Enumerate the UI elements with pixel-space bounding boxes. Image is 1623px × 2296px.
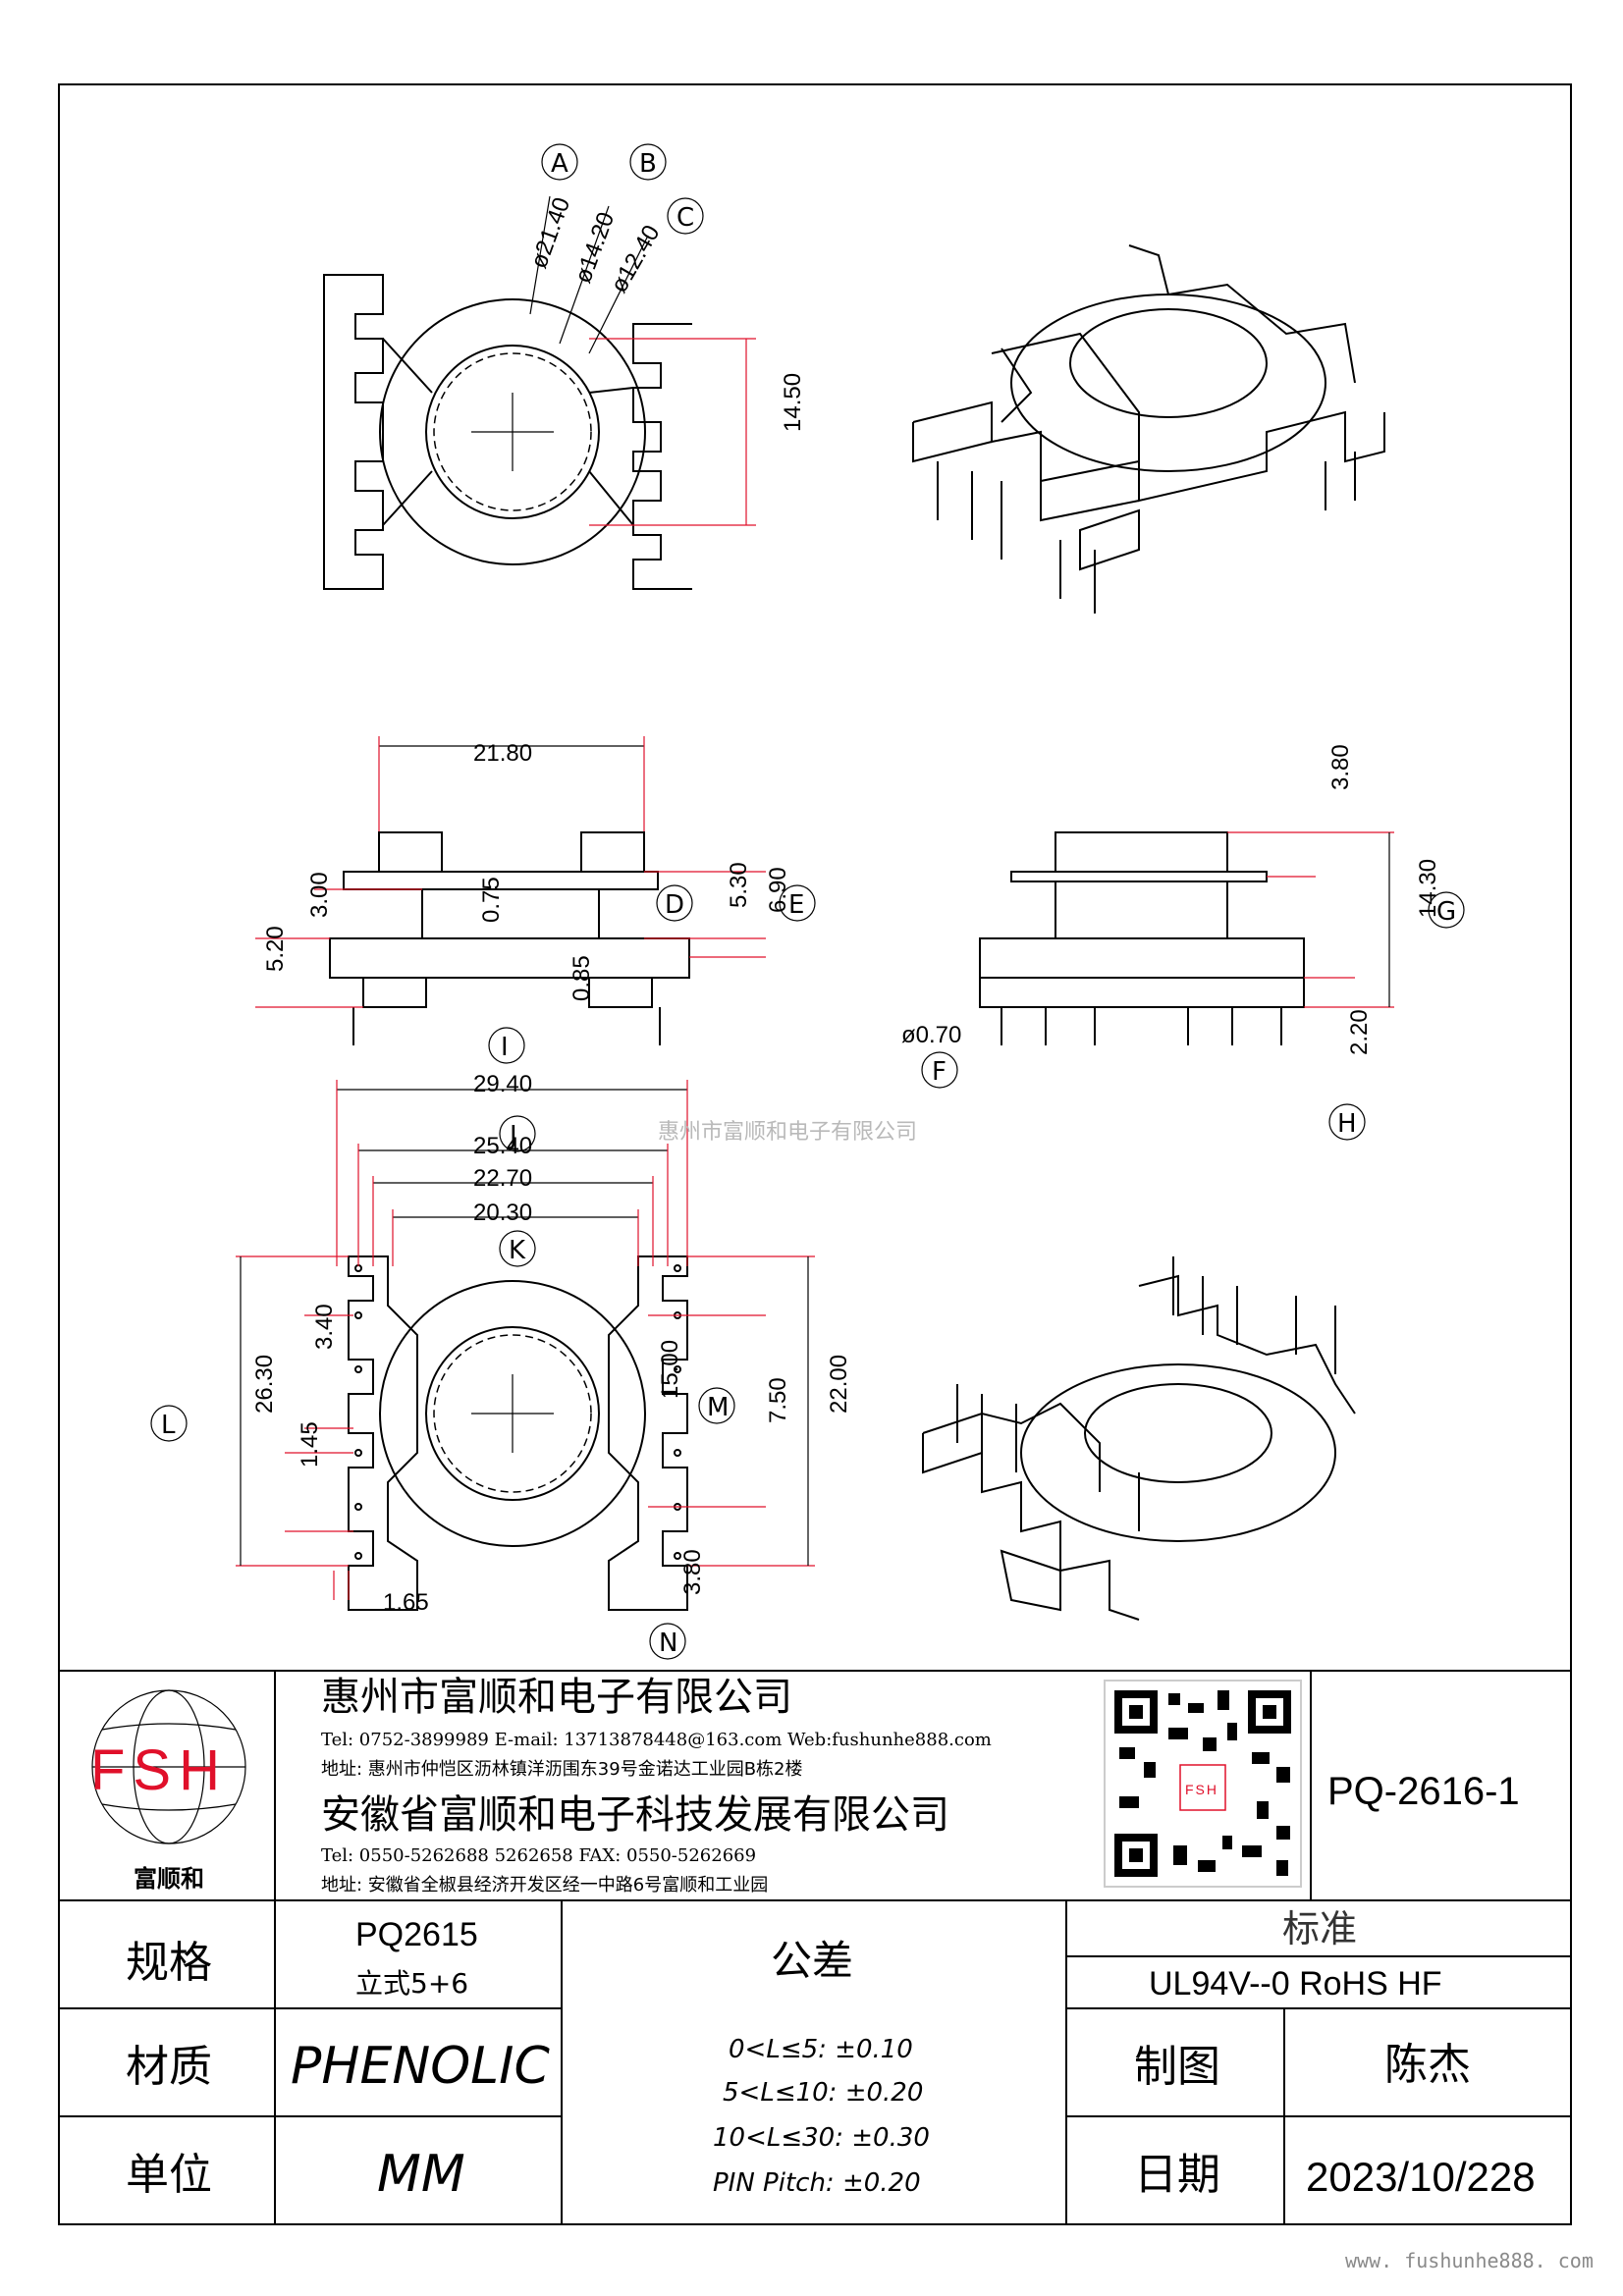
callout-g: G xyxy=(1436,897,1456,927)
dim-14-50: 14.50 xyxy=(780,373,806,432)
address-line-1: 地址: 惠州市仲恺区沥林镇洋沥围东39号金诺达工业园B栋2楼 xyxy=(321,1759,803,1780)
callout-i: I xyxy=(501,1033,509,1062)
company-name-2: 安徽省富顺和电子科技发展有限公司 xyxy=(321,1792,949,1838)
material-value: PHENOLIC xyxy=(291,2037,550,2096)
callout-a: A xyxy=(551,149,568,179)
dim-14-30: 14.30 xyxy=(1415,859,1441,918)
tolerance-row-1: 0<L≤5: ±0.10 xyxy=(729,2035,913,2064)
fsh-logo xyxy=(91,1689,246,1844)
watermark-text: 惠州市富顺和电子有限公司 xyxy=(658,1120,917,1145)
spec-table: 规格 PQ2615 立式5+6 材质 PHENOLIC 单位 MM 公差 0<L… xyxy=(59,1900,1571,2224)
side-view: 3.80 14.30 2.20 ø0.70 G F H xyxy=(901,744,1465,1141)
dim-1-45: 1.45 xyxy=(297,1421,323,1468)
dim-29-40: 29.40 xyxy=(473,1071,532,1097)
title-block: FSH 富顺和 惠州市富顺和电子有限公司 Tel: 0752-3899989 E… xyxy=(59,1670,1571,1901)
dim-3-40: 3.40 xyxy=(311,1304,338,1350)
top-view: 14.50 ø21.40 ø14.20 ø12.40 A B C xyxy=(323,143,806,590)
company-name-1: 惠州市富顺和电子有限公司 xyxy=(321,1675,792,1720)
standard-value: UL94V--0 RoHS HF xyxy=(1149,1965,1442,2002)
callout-e: E xyxy=(788,890,804,920)
bottom-view: 29.40 25.40 22.70 20.30 26.30 3.40 1.45 … xyxy=(150,1027,852,1660)
isometric-view-top xyxy=(912,244,1385,614)
drawing-frame xyxy=(58,83,1572,2225)
address-line-2: 地址: 安徽省全椒县经济开发区经一中路6号富顺和工业园 xyxy=(321,1875,768,1896)
qr-logo-text: FSH xyxy=(1185,1782,1218,1797)
drawn-value: 陈杰 xyxy=(1384,2040,1471,2090)
standard-label: 标准 xyxy=(1282,1907,1357,1950)
contact-line-1: Tel: 0752-3899989 E-mail: 13713878448@16… xyxy=(321,1730,992,1750)
tolerance-row-2: 5<L≤10: ±0.20 xyxy=(723,2078,923,2108)
spec-value-type: 立式5+6 xyxy=(355,1967,468,2000)
unit-label: 单位 xyxy=(126,2150,212,2200)
dim-dia-0-70: ø0.70 xyxy=(901,1022,961,1048)
callout-k: K xyxy=(509,1236,526,1265)
contact-line-2: Tel: 0550-5262688 5262658 FAX: 0550-5262… xyxy=(321,1845,756,1866)
callout-h: H xyxy=(1337,1109,1357,1139)
dim-3-80: 3.80 xyxy=(1327,744,1354,790)
spec-value-model: PQ2615 xyxy=(355,1916,478,1953)
dim-25-40: 25.40 xyxy=(473,1133,532,1159)
dim-22-00: 22.00 xyxy=(826,1355,852,1414)
callout-n: N xyxy=(659,1629,677,1658)
date-value: 2023/10/228 xyxy=(1306,2154,1536,2200)
callout-d: D xyxy=(665,890,684,920)
tolerance-row-3: 10<L≤30: ±0.30 xyxy=(713,2123,930,2153)
qr-code xyxy=(1104,1680,1302,1888)
callout-m: M xyxy=(707,1393,729,1422)
dim-7-50: 7.50 xyxy=(765,1377,791,1423)
dim-3-00: 3.00 xyxy=(306,872,333,918)
material-label: 材质 xyxy=(126,2042,212,2092)
callout-j: J xyxy=(508,1121,517,1150)
footer-url[interactable]: www. fushunhe888. com xyxy=(1345,2249,1594,2272)
dim-26-30: 26.30 xyxy=(251,1355,278,1414)
logo-text: FSH xyxy=(90,1738,228,1802)
dim-dia-21-40: ø21.40 xyxy=(525,194,575,272)
dim-15-00: 15.00 xyxy=(657,1340,683,1399)
date-label: 日期 xyxy=(1134,2150,1220,2200)
logo-caption: 富顺和 xyxy=(134,1865,204,1893)
dim-1-65: 1.65 xyxy=(383,1589,429,1616)
dim-5-20: 5.20 xyxy=(262,926,289,972)
dim-dia-12-40: ø12.40 xyxy=(606,221,666,297)
dim-5-30: 5.30 xyxy=(726,862,752,908)
callout-l: L xyxy=(161,1411,176,1440)
unit-value: MM xyxy=(377,2145,465,2204)
dim-2-20: 2.20 xyxy=(1346,1009,1373,1055)
dim-22-70: 22.70 xyxy=(473,1165,532,1192)
dim-3-80-bottom: 3.80 xyxy=(679,1549,706,1595)
dim-20-30: 20.30 xyxy=(473,1200,532,1226)
isometric-view-bottom xyxy=(922,1256,1356,1621)
callout-b: B xyxy=(639,149,657,179)
spec-label: 规格 xyxy=(126,1938,212,1988)
front-view: 21.80 3.00 5.20 0.75 0.85 5.30 6.90 D E xyxy=(255,736,816,1045)
dim-0-85: 0.85 xyxy=(568,955,595,1001)
tolerance-label: 公差 xyxy=(771,1937,853,1985)
callout-f: F xyxy=(932,1057,947,1087)
callout-c: C xyxy=(676,203,694,233)
part-number: PQ-2616-1 xyxy=(1327,1770,1520,1813)
dim-21-80: 21.80 xyxy=(473,740,532,767)
dim-6-90: 6.90 xyxy=(765,867,791,913)
tolerance-row-4: PIN Pitch: ±0.20 xyxy=(713,2168,921,2198)
dim-0-75: 0.75 xyxy=(478,877,505,923)
drawn-label: 制图 xyxy=(1134,2042,1220,2092)
